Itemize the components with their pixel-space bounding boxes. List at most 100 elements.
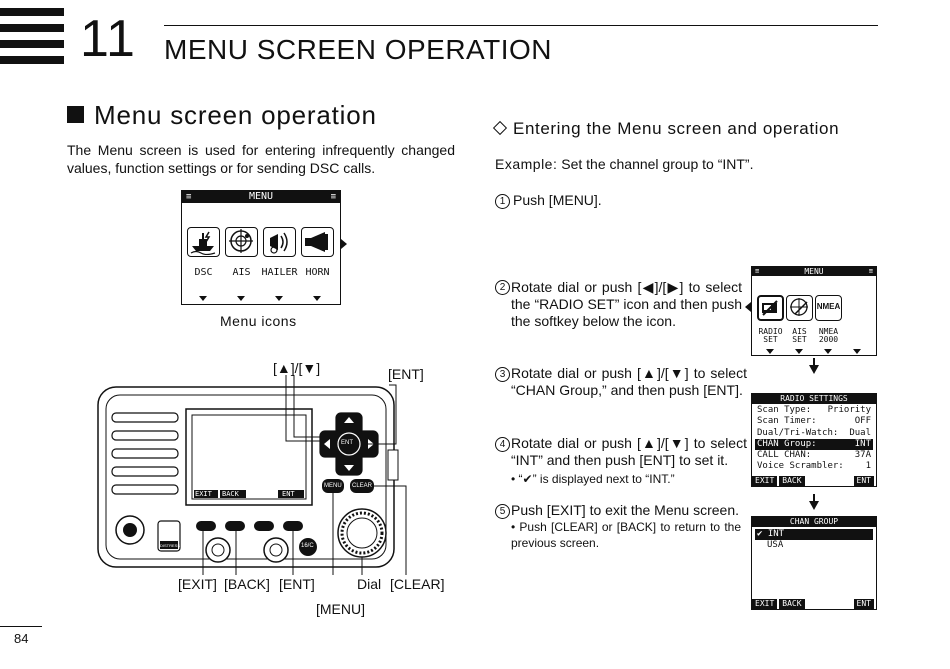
list-item-selected[interactable]: ✔ INT <box>755 529 873 541</box>
ais-icon <box>225 227 258 257</box>
menu-grip-icon: ≡ <box>868 267 873 275</box>
softkey-indicator-icon <box>275 296 283 301</box>
ent-softkey[interactable]: ENT <box>853 599 874 609</box>
lcd-title-bar: ≡ MENU ≡ <box>182 191 340 203</box>
example-line: Example: Set the channel group to “INT”. <box>495 156 754 172</box>
down-arrow-stem <box>813 358 815 366</box>
list-item[interactable]: Scan Type:Priority <box>757 405 871 415</box>
lcd-title-bar: ≡ MENU ≡ <box>752 267 876 276</box>
radio-distress-button[interactable]: DISTRESS <box>160 543 181 548</box>
list-item[interactable]: Scan Timer:OFF <box>757 416 871 427</box>
menu-grip-icon: ≡ <box>755 267 760 275</box>
section-heading: Menu screen operation <box>67 100 377 131</box>
step-3: 3 <box>495 365 513 382</box>
radio-softkey-label-ent: ENT <box>282 490 295 498</box>
step-4: 4 <box>495 435 513 452</box>
chapter-tab-bar <box>0 8 64 16</box>
ent-softkey[interactable]: ENT <box>853 476 874 486</box>
lcd-title-bar: CHAN GROUP <box>752 517 876 527</box>
callout-ent-bottom: [ENT] <box>279 576 315 592</box>
menu-grip-icon: ≡ <box>330 192 336 202</box>
radio-softkey-label-back: BACK <box>222 490 239 498</box>
horn-icon <box>301 227 334 257</box>
nmea-2000-icon: NMEA <box>815 295 842 321</box>
menu-icon-label: HORN <box>305 267 330 278</box>
step-5-note: • Push [CLEAR] or [BACK] to return to th… <box>511 520 741 550</box>
lcd-chan-group: CHAN GROUP ✔ INT USA EXIT BACK ENT <box>751 516 877 610</box>
softkey-indicator-icon <box>313 296 321 301</box>
down-arrow-icon <box>809 501 819 510</box>
radio-front-panel <box>97 375 407 575</box>
list-item[interactable]: USA <box>767 540 784 551</box>
back-softkey[interactable]: BACK <box>779 476 805 486</box>
lcd-radio-settings: RADIO SETTINGS Scan Type:Priority Scan T… <box>751 393 877 487</box>
softkey-indicator-icon <box>853 349 861 354</box>
diamond-bullet-icon <box>492 120 508 136</box>
menu-icon-label: HAILER <box>261 267 298 278</box>
menu-icon-label: DSC <box>194 267 213 278</box>
callout-clear: [CLEAR] <box>390 576 445 592</box>
radio-softkey-label-exit: EXIT <box>195 490 212 498</box>
list-item[interactable]: CALL CHAN:37A <box>757 450 871 461</box>
step-4-note: • “✔” is displayed next to “INT.” <box>511 472 675 486</box>
step-5: 5 <box>495 502 513 519</box>
page-number: 84 <box>14 631 29 646</box>
softkey-indicator-icon <box>766 349 774 354</box>
menu-icon-label: AIS <box>232 267 251 278</box>
down-arrow-stem <box>813 494 815 502</box>
chapter-number: 11 <box>80 10 136 68</box>
chapter-title: MENU SCREEN OPERATION <box>164 34 553 65</box>
procedure-heading: Entering the Menu screen and operation <box>492 119 839 139</box>
callout-menu: [MENU] <box>316 601 365 617</box>
callout-exit: [EXIT] <box>178 576 217 592</box>
menu-icon-label: NMEA <box>818 327 839 336</box>
dsc-icon <box>187 227 220 257</box>
lcd-title-bar: RADIO SETTINGS <box>752 394 876 404</box>
softkey-indicator-icon <box>199 296 207 301</box>
radio-ent-button-label[interactable]: ENT <box>341 440 353 446</box>
menu-icon-label: RADIO <box>758 327 783 336</box>
radio-set-icon <box>757 295 784 321</box>
square-bullet-icon <box>67 106 84 123</box>
softkey-indicator-icon <box>237 296 245 301</box>
softkey-indicator-icon <box>795 349 803 354</box>
chapter-rule <box>164 25 878 26</box>
radio-menu-button[interactable]: MENU <box>324 483 342 489</box>
menu-icon-label: SET <box>792 335 807 344</box>
back-softkey[interactable]: BACK <box>779 599 805 609</box>
list-item[interactable]: Dual/Tri-Watch:Dual <box>757 427 871 438</box>
step-5-text: Push [EXIT] to exit the Menu screen. <box>511 502 739 518</box>
lcd-menu-radio-set: ≡ MENU ≡ NMEA RADIO SET AIS SET NMEA 200… <box>751 266 877 356</box>
exit-softkey[interactable]: EXIT <box>752 599 778 609</box>
menu-icons-caption: Menu icons <box>220 313 297 329</box>
softkey-indicator-icon <box>824 349 832 354</box>
list-item[interactable]: Voice Scrambler:1 <box>757 461 871 472</box>
callout-dial: Dial <box>357 576 382 592</box>
softkey-bar: EXIT BACK ENT <box>752 476 876 486</box>
ais-set-icon <box>786 295 813 321</box>
list-item-selected[interactable]: CHAN Group:INT <box>755 438 873 451</box>
chan-group-list: ✔ INT USA <box>755 529 873 552</box>
callout-ent-top: [ENT] <box>388 366 424 382</box>
menu-icon-label: SET <box>763 335 778 344</box>
step-3-text: Rotate dial or push [▲]/[▼] to select “C… <box>511 365 747 398</box>
menu-icon-label: 2000 <box>818 335 839 344</box>
chapter-tab-bar <box>0 56 64 64</box>
chapter-tab-bar <box>0 40 64 48</box>
step-2-text: Rotate dial or push [◀]/[▶] to select th… <box>511 279 742 329</box>
softkey-bar: EXIT BACK ENT <box>752 599 876 609</box>
step-2: 2 <box>495 278 513 295</box>
hailer-icon <box>263 227 296 257</box>
radio-settings-list: Scan Type:Priority Scan Timer:OFF Dual/T… <box>755 405 873 473</box>
radio-clear-button[interactable]: CLEAR <box>352 483 373 489</box>
selection-pointer-icon <box>745 302 751 312</box>
radio-16c-button[interactable]: 16/C <box>301 543 314 549</box>
callout-up-down: [▲]/[▼] <box>273 360 321 376</box>
page-rule <box>0 626 42 627</box>
exit-softkey[interactable]: EXIT <box>752 476 778 486</box>
step-4-text: Rotate dial or push [▲]/[▼] to select “I… <box>511 435 747 468</box>
scroll-right-icon <box>341 239 347 249</box>
section-intro: The Menu screen is used for entering inf… <box>67 142 455 176</box>
menu-icon-label: AIS <box>792 327 807 336</box>
